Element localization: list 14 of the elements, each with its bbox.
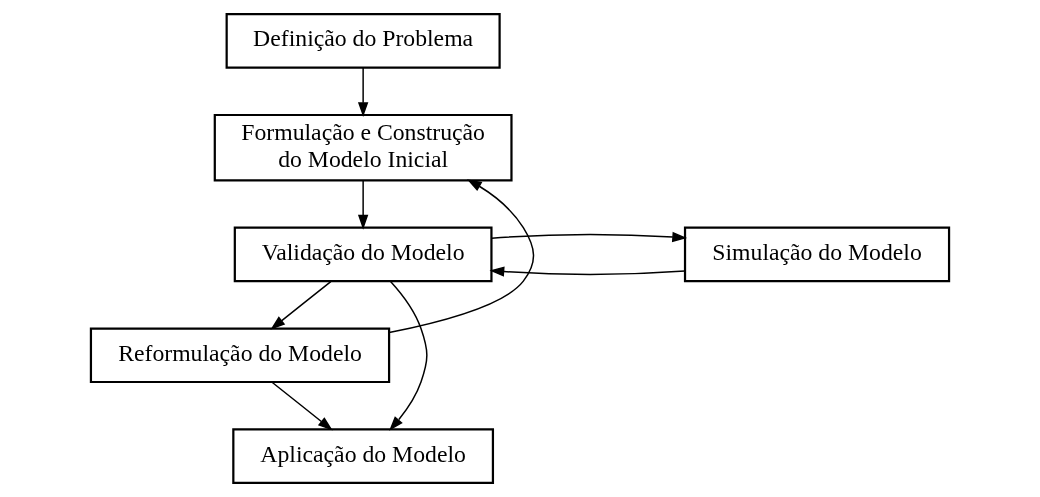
node-box: Validação do Modelo — [233, 226, 493, 283]
arrow — [489, 266, 686, 277]
node-box: Reformulação do Modelo — [89, 327, 391, 384]
node-box: Simulação do Modelo — [683, 226, 951, 283]
node-box: Formulação e Construção do Modelo Inicial — [213, 113, 513, 182]
node-box: Aplicação do Modelo — [232, 428, 495, 484]
arrow — [270, 280, 332, 330]
arrow — [388, 179, 535, 334]
arrow — [490, 231, 688, 243]
arrow — [357, 179, 369, 230]
arrow — [389, 280, 428, 431]
node-box: Definição do Problema — [225, 13, 501, 69]
arrow — [357, 67, 369, 118]
arrow — [271, 381, 333, 431]
